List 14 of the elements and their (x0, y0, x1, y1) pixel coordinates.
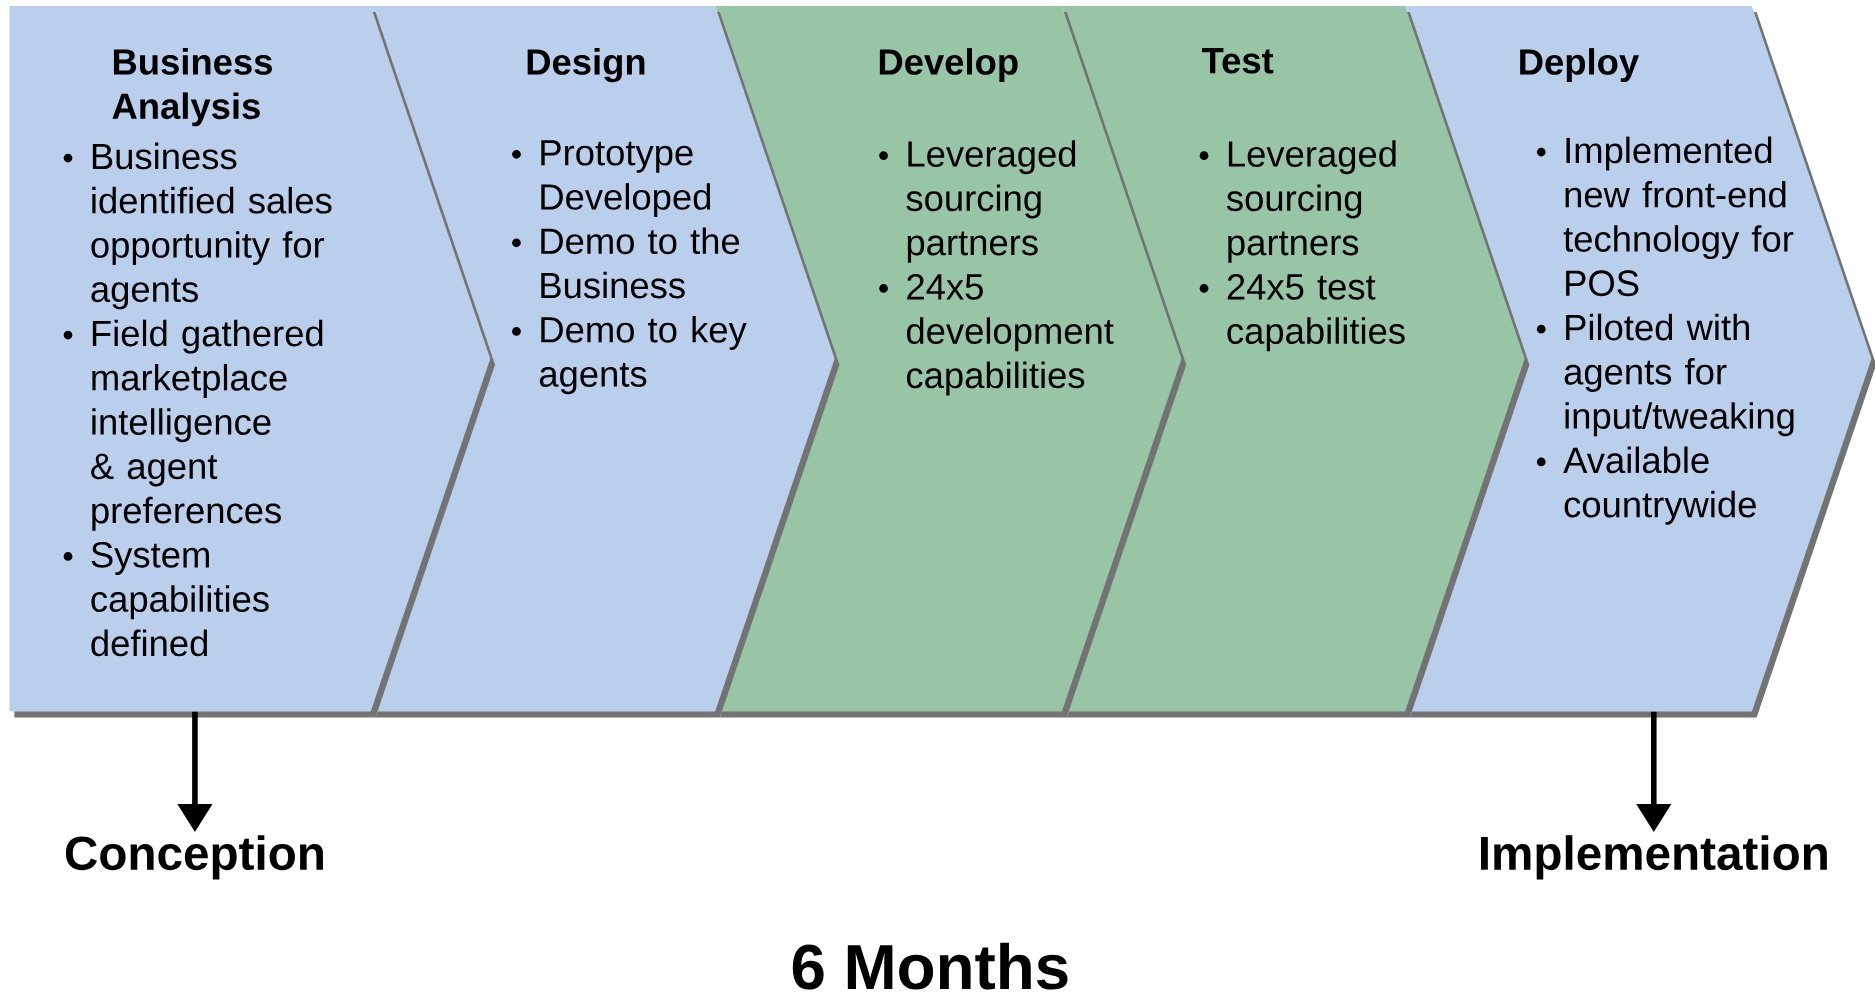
phase-heading: Develop (879, 48, 1018, 83)
phase-heading: Business Analysis (112, 48, 272, 127)
milestone-label: Implementation (1481, 835, 1827, 880)
phase-band (9, 6, 496, 718)
bullet-list: Implemented new front-end technology for POS Piloted with agents for input/tweaking Available countrywide (1536, 136, 1794, 525)
bullet-list: Leveraged sourcing partners 24x5 development capabilities (879, 140, 1114, 396)
milestone-label: Conception (65, 835, 323, 880)
bullet-list: Business identified sales opportunity for agents Field gathered marketplace intelligence & agent preferences System capabilities defined (63, 142, 332, 657)
bullet-list: Leveraged sourcing partners 24x5 test capabilities (1199, 140, 1405, 352)
bullet-list: Prototype Developed Demo to the Business Demo to key agents (512, 140, 747, 395)
phase-heading: Test (1201, 48, 1274, 74)
phase-heading: Design (527, 48, 645, 83)
duration-label: 6 Months (792, 943, 1068, 990)
phase-heading: Deploy (1520, 48, 1639, 83)
